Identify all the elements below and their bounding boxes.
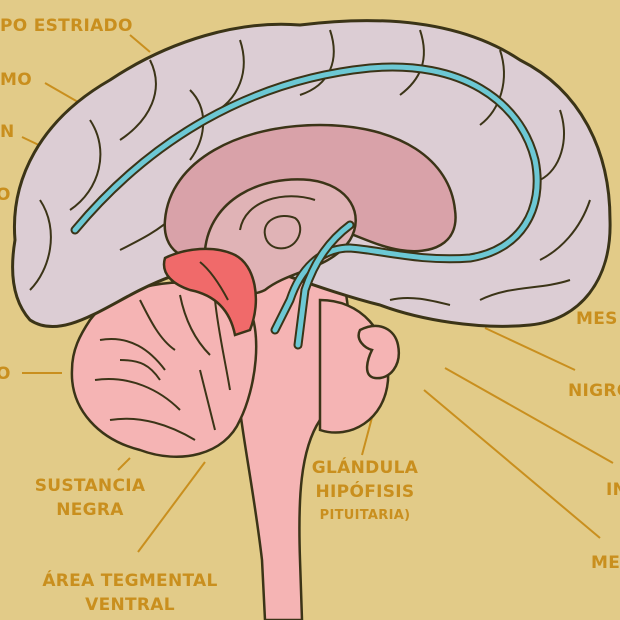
label-right-3: IN	[606, 480, 620, 500]
label-left-5: O	[0, 364, 11, 384]
label-line: PITUITARIA)	[319, 508, 411, 523]
label-right-1: MES	[576, 309, 618, 329]
label-line: HIPÓFISIS	[315, 482, 415, 502]
label-substantia-nigra: SUSTANCIA NEGRA	[30, 474, 150, 522]
label-line: VENTRAL	[85, 595, 175, 615]
dopamine-pathways	[70, 62, 542, 350]
cerebellum-folds	[94, 294, 231, 441]
thalamus-fold	[239, 195, 316, 231]
highlight-fold	[199, 261, 229, 301]
label-left-4: O	[0, 185, 11, 205]
label-pituitary: GLÁNDULA HIPÓFISIS PITUITARIA)	[300, 456, 430, 528]
label-line: ÁREA TEGMENTAL	[42, 571, 218, 591]
pituitary-gland	[357, 324, 401, 380]
label-line: NEGRA	[56, 500, 124, 520]
label-left-2: MO	[0, 70, 32, 90]
label-line: GLÁNDULA	[311, 458, 419, 478]
label-line: SUSTANCIA	[34, 476, 146, 496]
label-right-4: ME	[591, 553, 620, 573]
thalamus-inner	[263, 215, 302, 250]
label-left-3: N	[0, 122, 15, 142]
label-striatum: PO ESTRIADO	[0, 16, 133, 36]
midbrain-highlight	[162, 247, 258, 337]
label-vta: ÁREA TEGMENTAL VENTRAL	[30, 569, 230, 617]
label-right-2: NIGRO	[568, 381, 620, 401]
